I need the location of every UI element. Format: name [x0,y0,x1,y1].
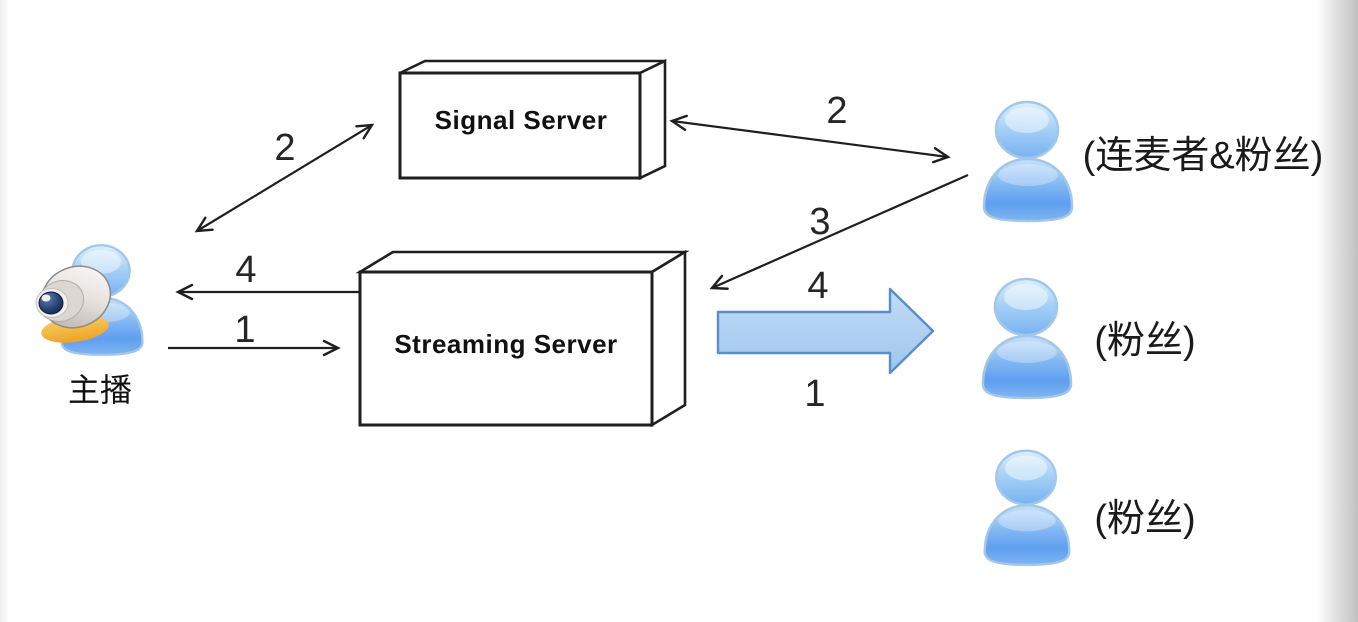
edge-cohost-to-streaming [709,173,969,290]
webcam-icon [35,265,112,343]
flow-label-streaming-to-fans: 1 [804,373,826,415]
person-icon-fan-bottom [983,449,1071,567]
edge-broadcaster-signal [194,123,375,233]
broadcaster-label: 主播 [67,372,133,408]
flow-label-cohost-streaming-second: 4 [807,265,829,307]
person-icon-cohost [982,100,1074,223]
signal-server-box [398,58,667,181]
streaming-server-label: Streaming Server [394,329,618,359]
flow-label-cohost-to-streaming: 3 [809,201,831,243]
flow-label-broadcaster-to-streaming: 1 [234,309,256,351]
flow-label-broadcaster-signal: 2 [274,127,296,169]
cohost-label: (连麦者&粉丝) [1082,135,1324,177]
broadcaster-icon [35,244,144,356]
flow-label-signal-cohost: 2 [826,90,848,132]
person-icon-fan-middle [981,277,1073,400]
flow-label-streaming-to-broadcaster: 4 [235,249,257,291]
fan-middle-label: (粉丝) [1094,320,1196,362]
edge-signal-cohost [669,114,951,164]
signal-server-label: Signal Server [434,105,608,135]
block-arrow-streaming-to-fans [716,287,935,375]
streaming-server-box [355,249,690,428]
fan-bottom-label: (粉丝) [1094,498,1196,540]
